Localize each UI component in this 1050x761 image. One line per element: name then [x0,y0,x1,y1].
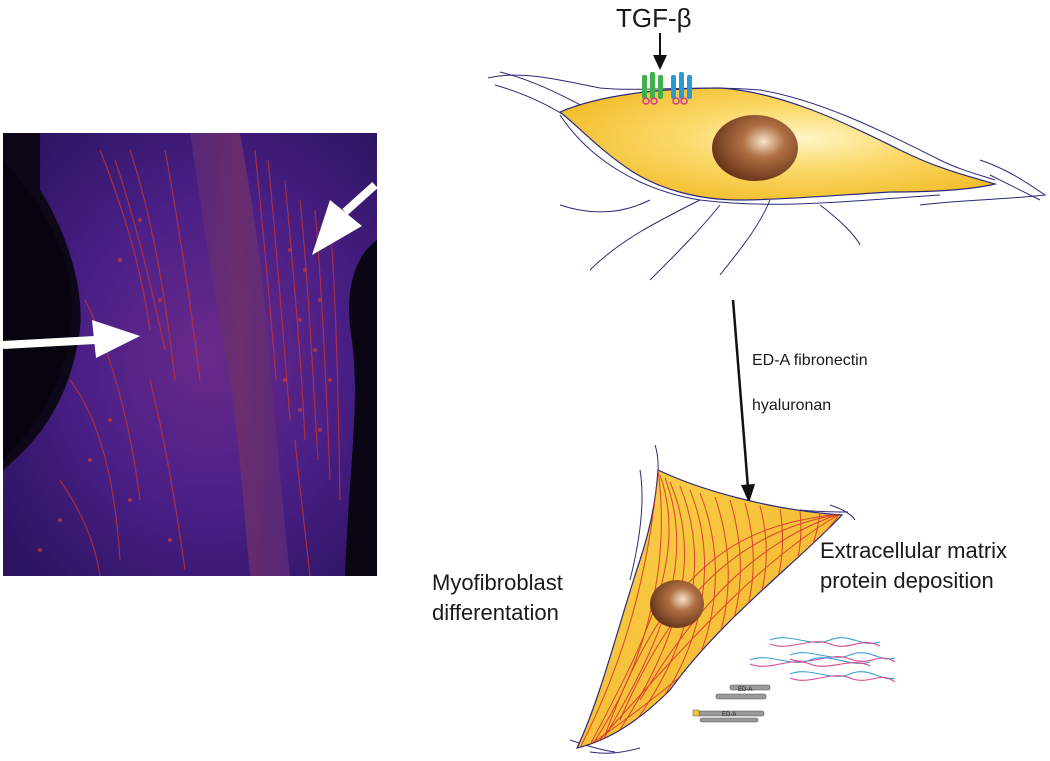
ecm-label-line1: Extracellular matrix [820,538,1007,563]
tgf-beta-arrow [653,33,667,70]
micrograph-panel [3,133,377,576]
fibronectin-dimer-2: ED-A [693,710,764,722]
fibronectin-dimer-1: ED-A [716,685,770,699]
fibroblast-cell-group: TGF-β [488,3,1045,280]
tgf-beta-label: TGF-β [616,3,692,33]
myofibroblast-cell-group [570,445,855,753]
myofibroblast-nucleus [650,580,704,628]
fibronectin-tag-1: ED-A [738,687,752,693]
myofibroblast-label-line1: Myofibroblast [432,570,563,595]
fibronectin-molecules: ED-A ED-A [693,685,770,722]
myofibroblast-label-line2: differentation [432,600,559,625]
fibronectin-tag-2: ED-A [722,712,736,718]
ecm-label-line2: protein deposition [820,568,994,593]
ed-a-fibronectin-label: ED-A fibronectin [752,352,868,369]
fibroblast-nucleus [712,115,798,181]
hyaluronan-label: hyaluronan [752,397,831,414]
collagen-fibrils [750,638,895,682]
